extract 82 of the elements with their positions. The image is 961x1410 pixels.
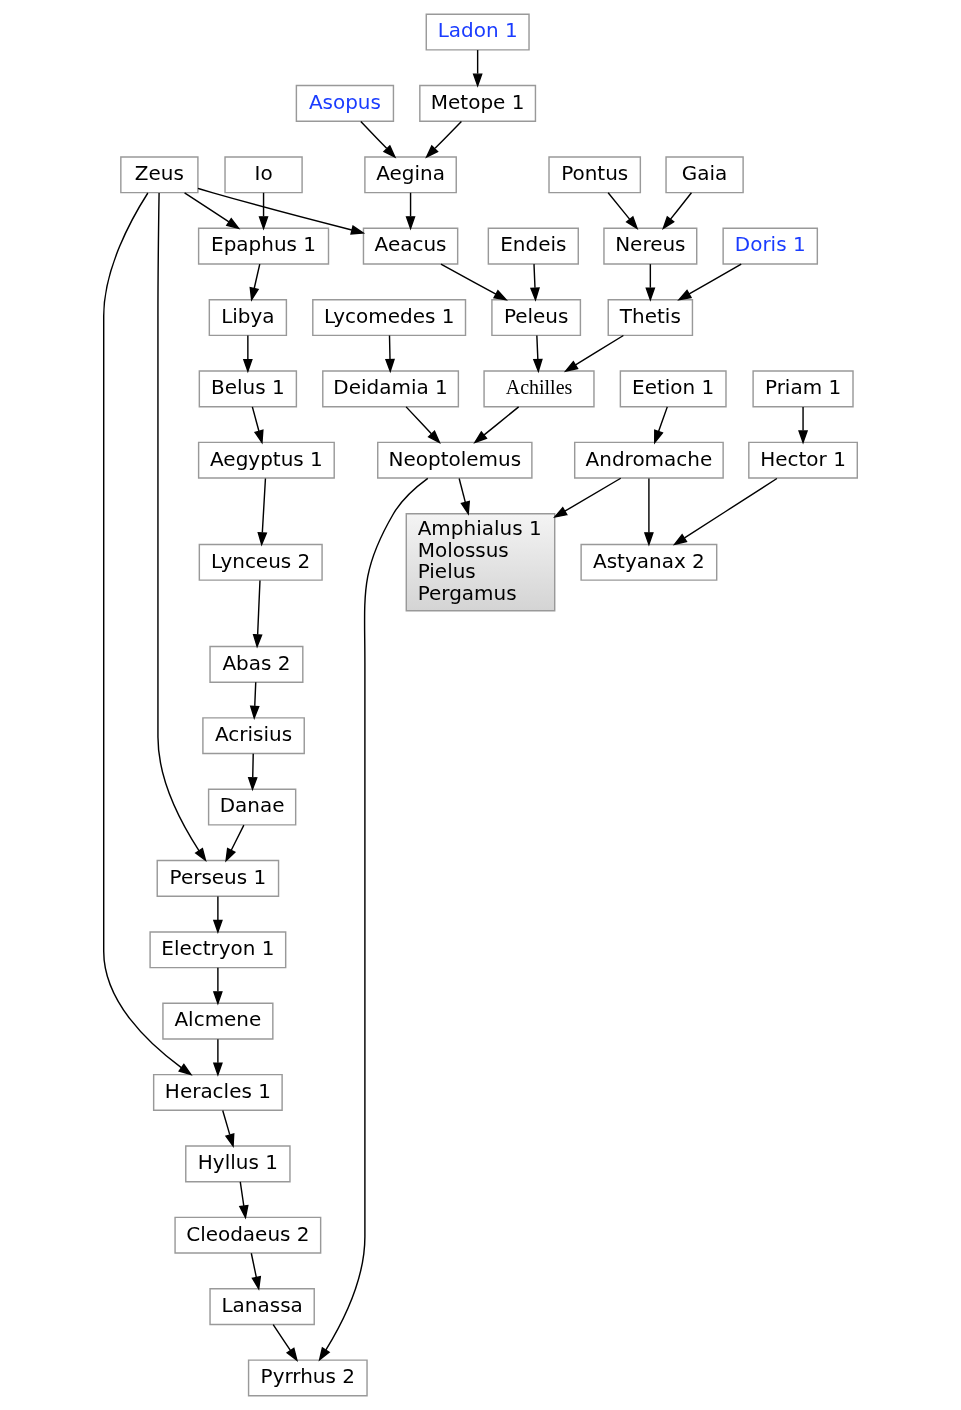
node-box: Cleodaeus 2	[174, 1216, 322, 1254]
node-box: Aegina	[364, 156, 457, 194]
node-box: Deidamia 1	[322, 370, 460, 408]
node-box: Amphialus 1 Molossus Pielus Pergamus	[405, 513, 556, 612]
arrow	[212, 967, 223, 1006]
arrow	[532, 334, 543, 374]
arrow	[645, 263, 656, 302]
arrow	[250, 1252, 262, 1291]
arrow	[384, 334, 395, 374]
node-box: Zeus	[120, 156, 199, 194]
node-box: Io	[224, 156, 303, 194]
node-box: Astyanax 2	[580, 543, 718, 581]
arrow	[103, 192, 193, 1076]
arrow	[643, 477, 654, 547]
node-box: Asopus	[295, 84, 395, 122]
arrow	[798, 406, 809, 445]
arrow	[157, 192, 207, 863]
arrow	[258, 192, 269, 231]
arrow	[242, 334, 253, 374]
node-box: Danae	[207, 788, 297, 826]
arrow	[222, 1109, 235, 1149]
node-box: Eetion 1	[619, 370, 727, 408]
node-box: Doris 1	[722, 227, 819, 265]
arrow	[251, 406, 264, 445]
node-box: Pyrrhus 2	[247, 1359, 368, 1397]
node-box: Lanassa	[209, 1288, 315, 1326]
arrow	[247, 753, 258, 792]
arrow	[662, 192, 693, 230]
arrow	[472, 49, 483, 88]
node-box: Heracles 1	[152, 1073, 283, 1112]
node-box: Epaphus 1	[197, 227, 330, 265]
node-box: Hector 1	[748, 441, 858, 479]
node-box: Aegyptus 1	[197, 441, 335, 479]
node-box: Lycomedes 1	[312, 298, 467, 337]
arrow	[249, 263, 261, 302]
arrow	[183, 192, 241, 230]
arrow	[238, 1181, 249, 1220]
node-box: Andromache	[574, 441, 724, 479]
node-box: Libya	[208, 298, 288, 337]
node-box: Endeis	[487, 227, 579, 265]
node-box: Nereus	[603, 227, 698, 265]
arrow	[440, 263, 508, 301]
node-box: Belus 1	[198, 370, 298, 408]
node-box: Abas 2	[209, 645, 304, 683]
arrow	[318, 477, 429, 1362]
arrow	[360, 120, 397, 159]
arrow	[197, 187, 366, 235]
arrow	[607, 192, 639, 230]
node-box: Perseus 1	[156, 859, 280, 897]
arrow	[672, 477, 778, 546]
node-box: Acrisius	[202, 717, 305, 755]
node-box: Pontus	[548, 156, 642, 194]
node-box: Alcmene	[162, 1002, 274, 1040]
node-box: Achilles	[483, 370, 595, 408]
node-box: Metope 1	[419, 84, 537, 122]
arrow	[563, 334, 625, 373]
arrow	[553, 477, 622, 519]
node-box: Gaia	[665, 156, 744, 194]
node-box: Lynceus 2	[198, 543, 323, 581]
arrow	[212, 895, 223, 935]
node-box: Peleus	[491, 298, 582, 337]
arrow	[677, 263, 742, 301]
arrow	[212, 1038, 223, 1077]
node-box: Electryon 1	[149, 931, 287, 969]
arrow	[405, 406, 441, 444]
node-box: Hyllus 1	[185, 1145, 291, 1183]
arrow	[257, 477, 268, 547]
arrow	[473, 406, 520, 444]
arrow	[225, 824, 245, 863]
arrow	[249, 681, 260, 720]
arrow	[405, 192, 416, 231]
arrow	[425, 120, 463, 159]
node-box: Priam 1	[752, 370, 854, 408]
arrow	[654, 406, 668, 445]
node-box: Thetis	[607, 298, 694, 337]
arrow	[272, 1323, 299, 1362]
node-box: Ladon 1	[425, 13, 530, 51]
node-box: Neoptolemus	[377, 441, 533, 479]
arrow	[252, 579, 263, 649]
arrow	[458, 477, 471, 516]
arrow	[529, 263, 540, 302]
node-box: Aeacus	[362, 227, 459, 265]
